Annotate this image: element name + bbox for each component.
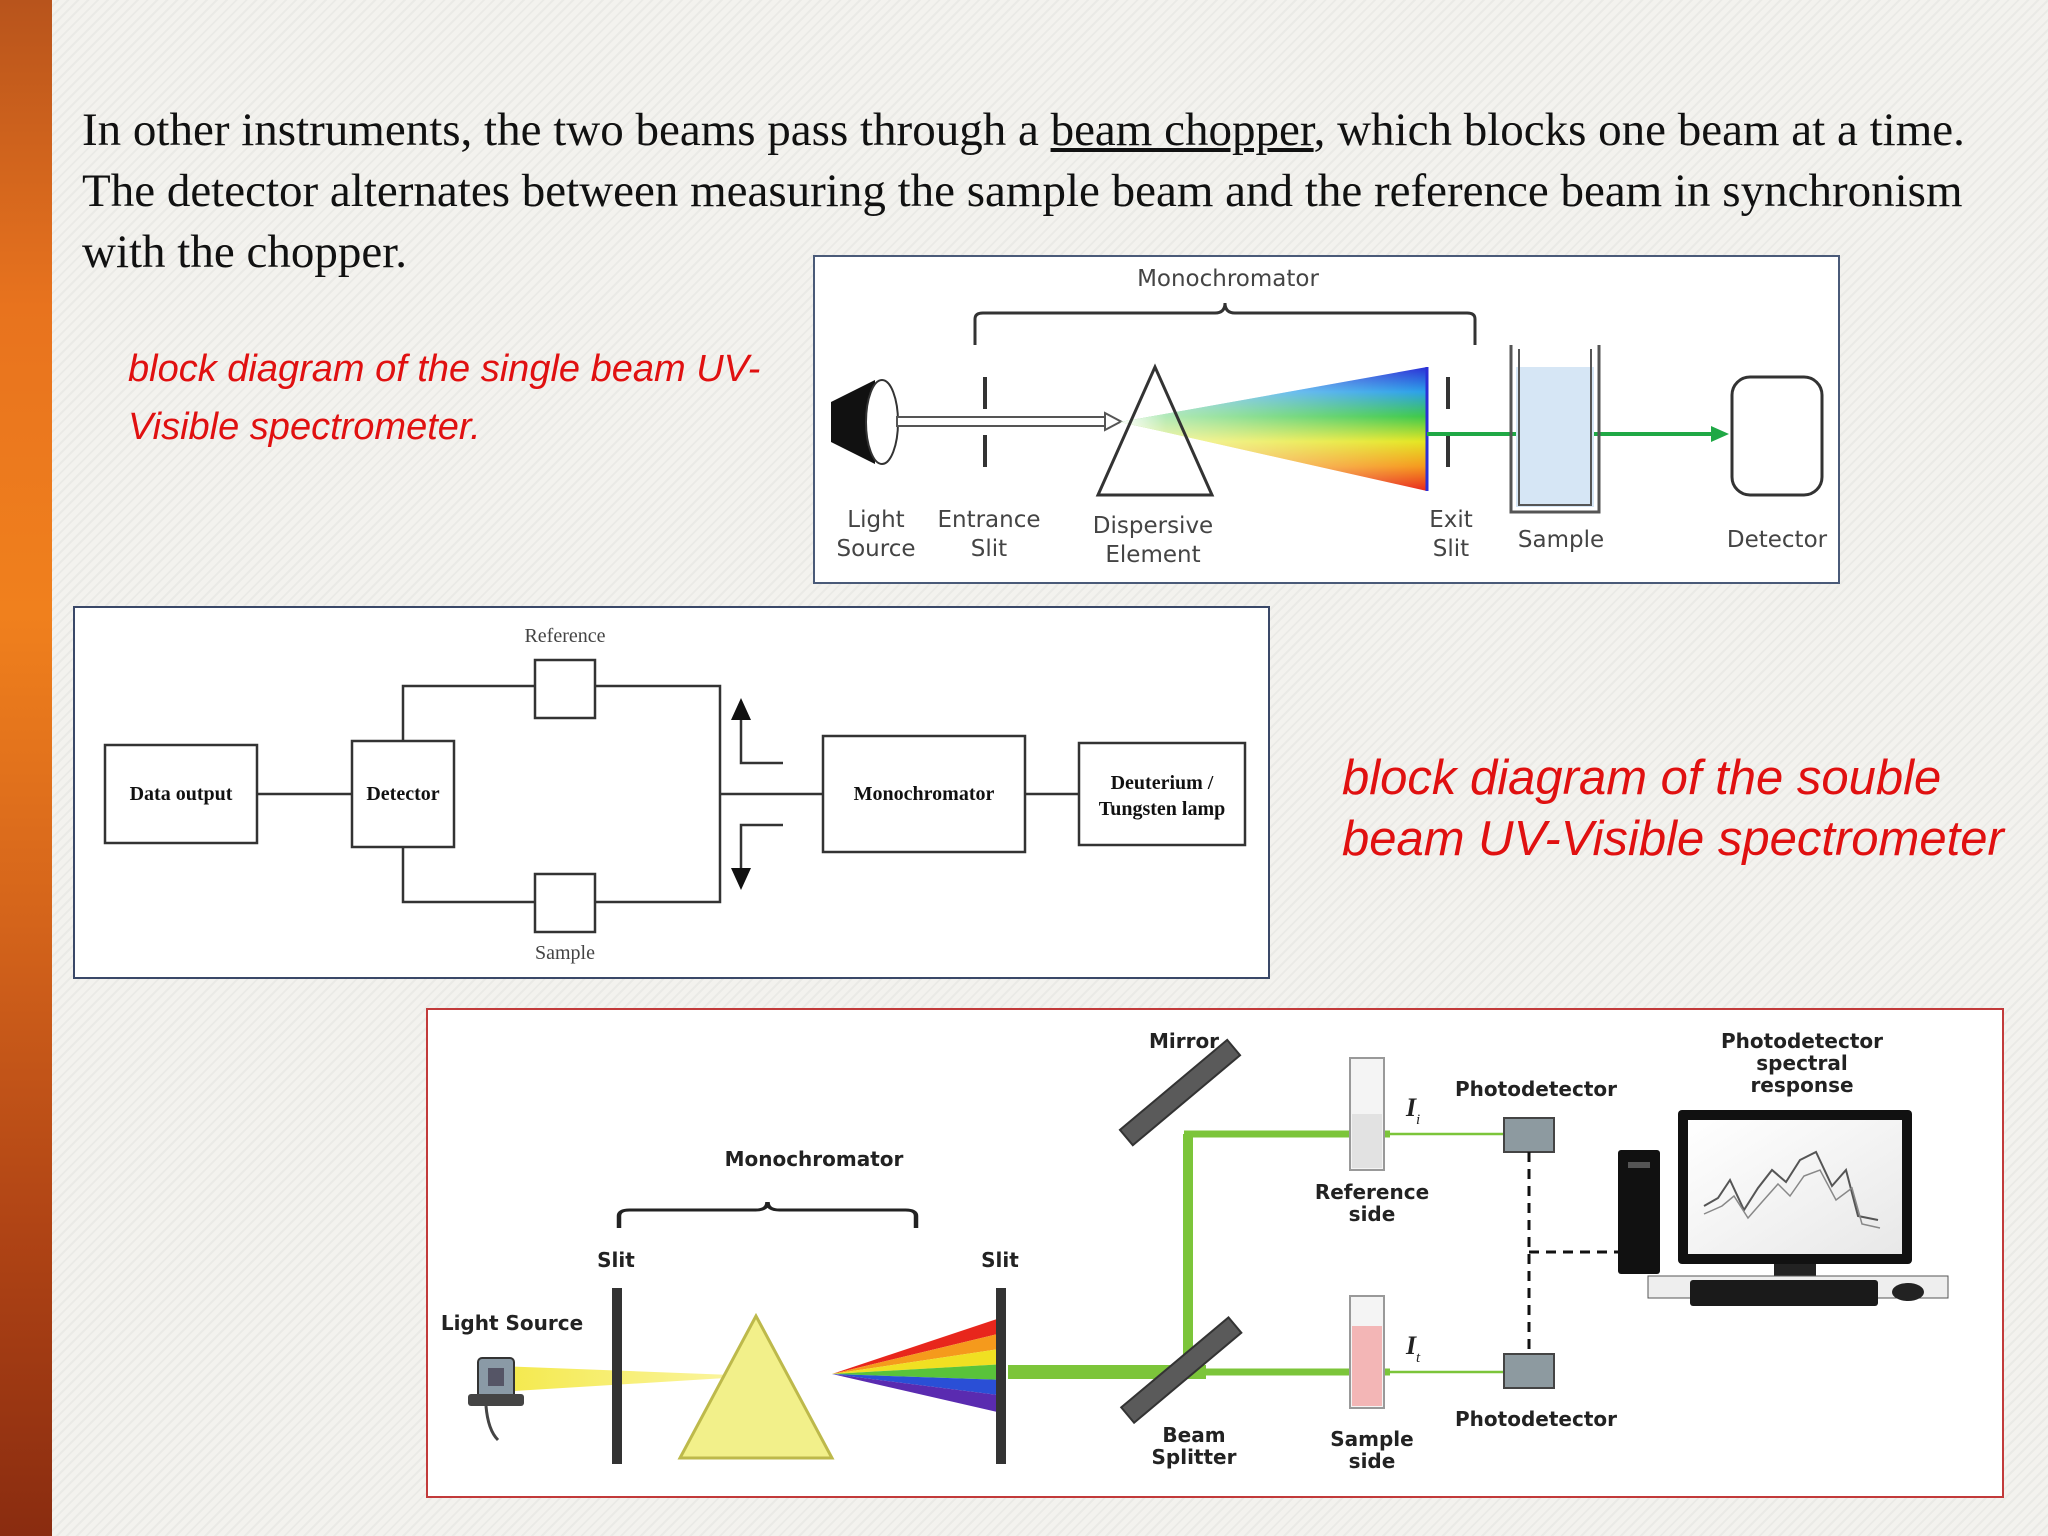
detector-label: Detector: [366, 783, 439, 805]
light-source-label-2: Source: [837, 536, 916, 562]
prism: [677, 1312, 835, 1460]
monochromator-bracket: [973, 302, 1477, 345]
pc-tower: [1618, 1150, 1660, 1274]
detector-label: Detector: [1727, 527, 1828, 553]
intro-text-before: In other instruments, the two beams pass…: [82, 104, 1051, 156]
reference-side-label-1: Reference: [1315, 1180, 1429, 1204]
incident-beam: [896, 416, 1108, 427]
single-beam-svg: Monochromator Light Source Entrance Sli: [831, 266, 1828, 568]
dispersive-label-2: Element: [1105, 542, 1200, 568]
lamp-label-1: Deuterium /: [1111, 772, 1214, 794]
monochromator-label: Monochromator: [854, 783, 995, 805]
sample-cell: [533, 872, 597, 934]
mirror-label: Mirror: [1149, 1029, 1219, 1053]
light-source-icon: [831, 380, 875, 464]
beam-splitter-label-2: Splitter: [1152, 1445, 1237, 1469]
double-beam-block-svg: Reference Sample Data output Detector Mo…: [103, 625, 1247, 964]
exit-slit-label-2: Slit: [1433, 536, 1469, 562]
beam-paths: [1008, 1130, 1504, 1379]
double-beam-svg: Mirror Photodetector spectral response I…: [441, 1029, 1949, 1473]
caption-single-beam: block diagram of the single beam UV-Visi…: [128, 348, 761, 448]
light-source-label: Light Source: [441, 1311, 583, 1335]
i-ref-sub: i: [1416, 1112, 1420, 1128]
reference-label: Reference: [524, 625, 605, 647]
dispersive-label-1: Dispersive: [1093, 513, 1213, 539]
chopper-arrow-down: [739, 823, 783, 880]
photodetector-top-label: Photodetector: [1455, 1077, 1617, 1101]
light-source-label-1: Light: [847, 507, 904, 533]
sample-label: Sample: [535, 942, 595, 964]
photodetector-top: [1503, 1117, 1555, 1153]
entrance-slit-label-2: Slit: [971, 536, 1007, 562]
response-label-1: Photodetector: [1721, 1029, 1883, 1053]
intro-paragraph: In other instruments, the two beams pass…: [82, 100, 2022, 283]
lamp-label-2: Tungsten lamp: [1099, 798, 1226, 820]
monochromator-label: Monochromator: [1137, 266, 1319, 292]
sample-label: Sample: [1518, 527, 1604, 553]
slit-right-label: Slit: [981, 1248, 1019, 1272]
i-sample-symbol: I: [1405, 1331, 1417, 1360]
caption-double-beam: block diagram of the souble beam UV-Visi…: [1342, 751, 2004, 866]
beam-splitter-label-1: Beam: [1162, 1423, 1225, 1447]
data-output-label: Data output: [130, 783, 233, 805]
mirror-plate: [1118, 1038, 1242, 1147]
entrance-slit-label-1: Entrance: [937, 507, 1040, 533]
beam-arrowhead: [1711, 426, 1729, 442]
response-label-2: spectral: [1756, 1051, 1847, 1075]
dispersive-prism: [1095, 363, 1215, 497]
sample-side-label-1: Sample: [1330, 1427, 1413, 1451]
monochromator-bracket: [616, 1201, 919, 1228]
i-sample-sub: t: [1416, 1350, 1421, 1366]
single-beam-diagram: Monochromator Light Source Entrance Sli: [813, 255, 1840, 584]
intro-text-after: , which blocks one beam at a time. The d…: [82, 104, 1965, 278]
double-beam-illustration: Mirror Photodetector spectral response I…: [426, 1008, 2004, 1498]
reference-cell: [533, 658, 597, 720]
exit-slit-label-1: Exit: [1429, 507, 1473, 533]
left-accent-bar: [0, 0, 52, 1536]
dispersed-spectrum: [832, 1316, 1006, 1414]
double-beam-block-diagram: Reference Sample Data output Detector Mo…: [73, 606, 1270, 979]
slit-left-label: Slit: [597, 1248, 635, 1272]
chopper-arrow-up: [739, 708, 783, 765]
beam-chopper-term: beam chopper: [1050, 104, 1314, 156]
sample-cuvette: [1516, 367, 1594, 507]
monochromator-label: Monochromator: [725, 1147, 904, 1171]
signal-wiring: [1527, 1152, 1620, 1354]
response-label-3: response: [1750, 1073, 1853, 1097]
sample-side-label-2: side: [1349, 1449, 1396, 1473]
photodetector-bottom-label: Photodetector: [1455, 1407, 1617, 1431]
i-ref-symbol: I: [1405, 1093, 1417, 1122]
slit-left: [612, 1288, 622, 1464]
beam-splitter-plate: [1119, 1316, 1243, 1425]
keyboard: [1690, 1280, 1878, 1306]
detector-box: [1730, 375, 1824, 497]
white-light-beam: [498, 1366, 758, 1392]
lamp-bulb: [865, 379, 899, 465]
reference-side-label-2: side: [1349, 1202, 1396, 1226]
monitor-screen: [1688, 1120, 1902, 1254]
slit-right: [996, 1288, 1006, 1464]
photodetector-bottom: [1503, 1353, 1555, 1389]
mouse: [1892, 1283, 1924, 1301]
lamp-box: [1077, 741, 1247, 847]
spectrum-plot: [1703, 1150, 1879, 1221]
beam-arrow: [1104, 411, 1124, 432]
